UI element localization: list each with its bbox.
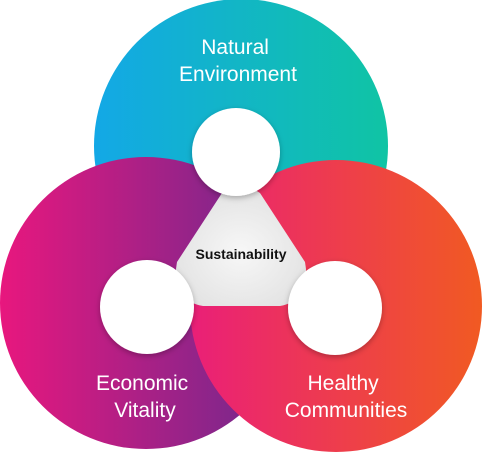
natural-environment-label: Natural Environment xyxy=(179,36,297,86)
economic-vitality-label: Economic Vitality xyxy=(96,372,194,422)
sustainability-label: Sustainability xyxy=(195,246,286,262)
left-node-circle xyxy=(100,260,194,354)
healthy-communities-label: Healthy Communities xyxy=(285,372,408,422)
top-node-circle xyxy=(192,108,280,196)
sustainability-center-triangle xyxy=(175,186,307,306)
right-node-circle xyxy=(288,261,382,355)
